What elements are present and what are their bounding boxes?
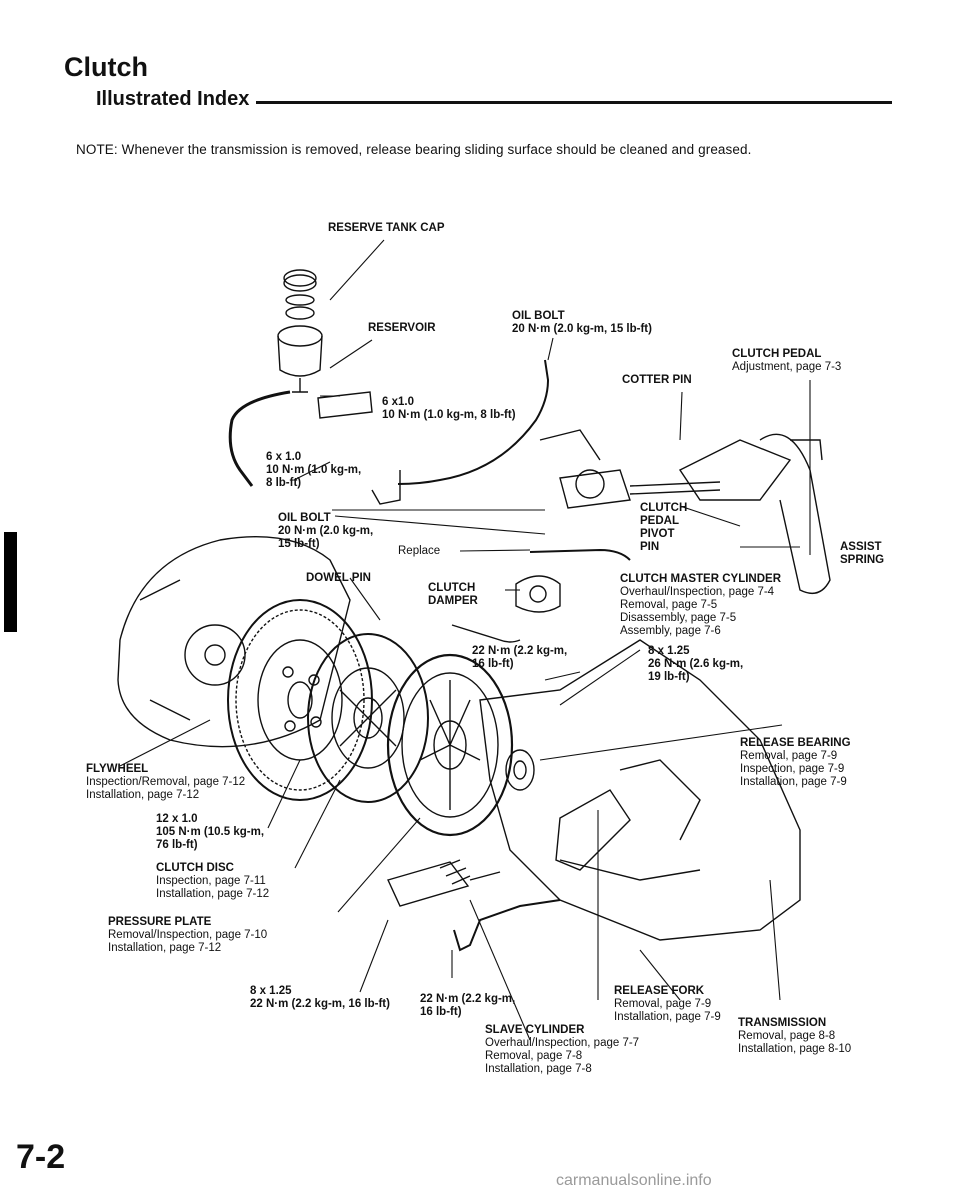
label-dowel-pin: DOWEL PIN [306, 572, 371, 584]
section-tab-marker [4, 532, 17, 632]
label-oil-bolt-top: OIL BOLT 20 N·m (2.0 kg-m, 15 lb-ft) [512, 310, 652, 335]
label-cotter-pin: COTTER PIN [622, 374, 692, 386]
label-reserve-tank-cap: RESERVE TANK CAP [328, 222, 445, 234]
label-slave-cylinder: SLAVE CYLINDER Overhaul/Inspection, page… [485, 1024, 640, 1075]
label-bolt-6x1-b: 6 x 1.0 10 N·m (1.0 kg-m, 8 lb-ft) [266, 451, 362, 489]
label-transmission: TRANSMISSION Removal, page 8-8 Installat… [738, 1017, 852, 1055]
label-reservoir: RESERVOIR [368, 322, 436, 334]
label-clutch-pedal-adjust: CLUTCH PEDAL Adjustment, page 7-3 [732, 348, 842, 373]
clutch-disc-drawing [307, 633, 429, 803]
label-pressure-plate: PRESSURE PLATE Removal/Inspection, page … [108, 916, 268, 954]
label-clutch-damper: CLUTCH DAMPER [428, 582, 478, 607]
label-bolt-8x125-b: 8 x 1.25 22 N·m (2.2 kg-m, 16 lb-ft) [250, 985, 390, 1010]
label-clutch-pedal-pivot-pin: CLUTCH PEDAL PIVOT PIN [640, 502, 688, 553]
section-subtitle: Illustrated Index [96, 88, 250, 110]
reservoir-drawing [277, 325, 323, 393]
clutch-pedal-drawing [678, 433, 831, 594]
transmission-drawing [479, 639, 801, 941]
note-text: NOTE: Whenever the transmission is remov… [76, 142, 752, 157]
label-assist-spring: ASSIST SPRING [840, 541, 885, 566]
label-bolt-12x1: 12 x 1.0 105 N·m (10.5 kg-m, 76 lb-ft) [156, 813, 265, 851]
page-title: Clutch [64, 52, 148, 82]
label-oil-bolt-left: OIL BOLT 20 N·m (2.0 kg-m, 15 lb-ft) [278, 512, 374, 550]
release-bearing-drawing [505, 749, 535, 791]
clutch-damper-drawing [515, 575, 561, 613]
release-fork-drawing [555, 789, 631, 871]
pressure-plate-drawing [386, 653, 514, 837]
page-number: 7-2 [16, 1138, 66, 1176]
master-cylinder-drawing [539, 429, 721, 509]
label-replace: Replace [398, 545, 441, 557]
watermark-text: carmanualsonline.info [556, 1172, 712, 1189]
label-flywheel: FLYWHEEL Inspection/Removal, page 7-12 I… [86, 763, 246, 801]
label-bolt-6x1-a: 6 x1.0 10 N·m (1.0 kg-m, 8 lb-ft) [382, 396, 516, 421]
label-release-bearing: RELEASE BEARING Removal, page 7-9 Inspec… [740, 737, 851, 788]
label-release-fork: RELEASE FORK Removal, page 7-9 Installat… [614, 985, 721, 1023]
label-bolt-8x125-a: 8 x 1.25 26 N·m (2.6 kg-m, 19 lb-ft) [648, 645, 744, 683]
reservoir-cap-drawing [283, 269, 317, 320]
label-clutch-master-cylinder: CLUTCH MASTER CYLINDER Overhaul/Inspecti… [620, 573, 781, 637]
label-torque-22-b: 22 N·m (2.2 kg-m, 16 lb-ft) [420, 993, 516, 1018]
label-clutch-disc: CLUTCH DISC Inspection, page 7-11 Instal… [156, 862, 270, 900]
leader-lines [119, 239, 811, 1041]
slave-cylinder-drawing [387, 859, 501, 907]
title-rule [256, 101, 892, 104]
label-torque-22-a: 22 N·m (2.2 kg-m, 16 lb-ft) [472, 645, 568, 670]
bell-housing-drawing [117, 536, 351, 748]
